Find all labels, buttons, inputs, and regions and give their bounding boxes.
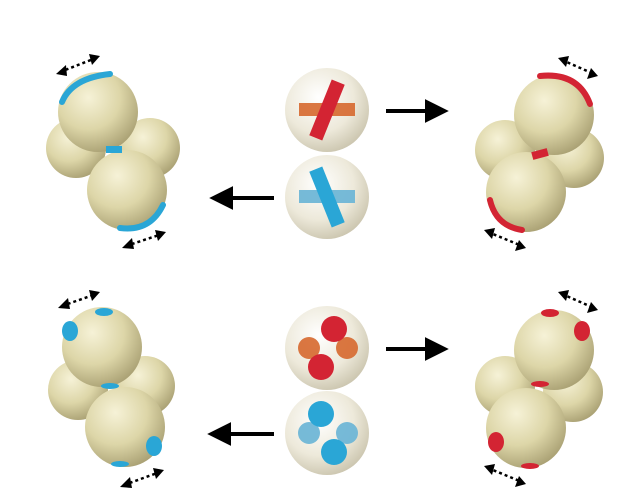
red-dot-patch — [531, 381, 549, 387]
arrowhead — [58, 298, 70, 309]
rotation-arrow — [487, 230, 523, 248]
blue-stripe-patch — [59, 71, 113, 105]
red-dot-patch — [488, 432, 504, 452]
red-dot-patch — [574, 321, 590, 341]
sphere — [514, 75, 594, 155]
sphere — [514, 310, 594, 390]
arrowhead — [89, 54, 100, 65]
blue-dot-patch — [146, 436, 162, 456]
arrowhead — [122, 238, 134, 249]
arrowhead — [515, 476, 526, 487]
arrowhead — [484, 228, 495, 239]
blue-dot-patch — [101, 383, 119, 389]
rotation-arrow — [487, 466, 523, 484]
sphere — [85, 387, 165, 467]
red-cross-particle — [285, 68, 369, 152]
arrowhead — [587, 302, 598, 313]
blue-dot-patch — [111, 461, 129, 467]
blue-dot-particle — [285, 391, 369, 475]
arrowhead — [89, 290, 100, 301]
red-dot-patch — [521, 463, 539, 469]
sphere — [87, 150, 167, 230]
sphere — [58, 72, 138, 152]
sphere — [62, 307, 142, 387]
cluster-top-left — [46, 54, 180, 249]
arrowhead — [587, 68, 598, 79]
red-dot-particle — [285, 306, 369, 390]
arrowhead — [153, 468, 164, 479]
arrowhead — [515, 240, 526, 251]
blue-cross-particle — [285, 155, 369, 239]
arrowhead — [558, 290, 569, 301]
cluster-bottom-left — [48, 290, 175, 488]
arrowhead — [120, 477, 132, 488]
arrowhead — [56, 65, 67, 76]
arrowhead — [558, 56, 569, 67]
blue-stripe-patch — [106, 146, 122, 153]
arrowhead — [484, 464, 495, 475]
blue-dot-patch — [62, 321, 78, 341]
cluster-bottom-right — [475, 290, 603, 487]
sphere — [486, 152, 566, 232]
cluster-top-right — [475, 56, 604, 251]
blue-stripe-patch — [117, 202, 166, 232]
red-stripe-patch — [531, 148, 549, 160]
red-stripe-patch — [537, 72, 593, 107]
sphere — [486, 388, 566, 468]
blue-dot-patch — [95, 308, 113, 316]
red-stripe-patch — [487, 197, 525, 233]
red-dot-patch — [541, 309, 559, 317]
arrowhead — [155, 230, 166, 241]
